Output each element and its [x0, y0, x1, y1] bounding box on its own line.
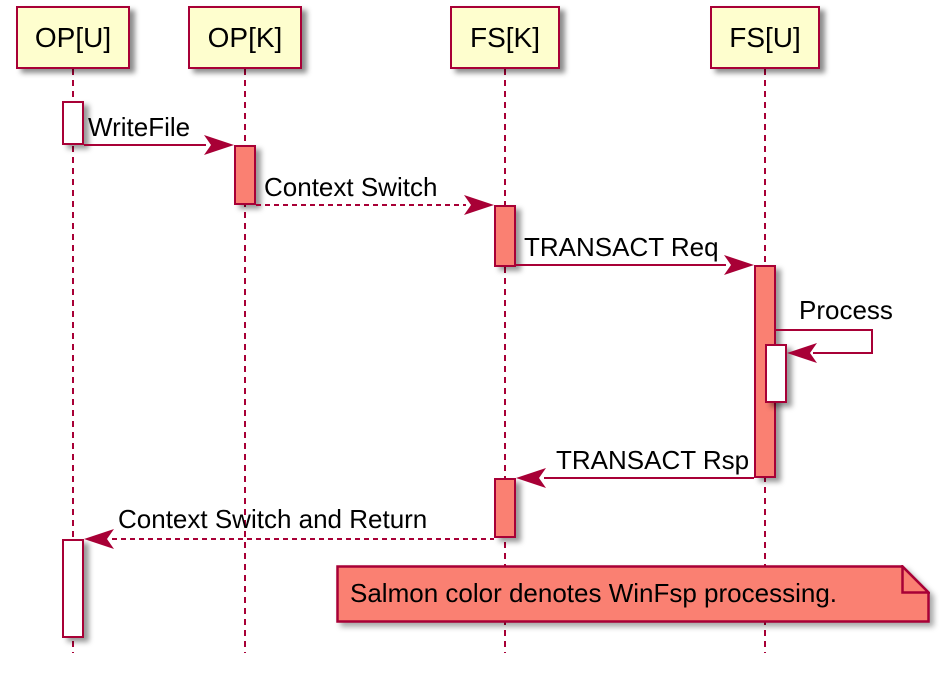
actor-label: OP[K] [207, 21, 283, 53]
actor-label: FS[K] [469, 21, 540, 53]
actor-label: OP[U] [34, 21, 112, 53]
activation-op-k [234, 145, 256, 205]
actor-op-k: OP[K] [188, 6, 302, 69]
self-message-vertical-line [871, 329, 873, 354]
note-fold-icon [901, 563, 932, 594]
self-message-top-line [776, 329, 873, 331]
arrowhead-left-icon [787, 343, 817, 363]
activation-fs-u-inner [765, 344, 787, 403]
message-label-transact-rsp: TRANSACT Rsp [556, 445, 750, 475]
note-text: Salmon color denotes WinFsp processing. [350, 577, 838, 608]
activation-fs-k-1 [494, 205, 516, 267]
note: Salmon color denotes WinFsp processing. [336, 563, 932, 623]
activation-op-u-1 [62, 101, 84, 145]
arrowhead-right-icon [204, 135, 234, 155]
actor-fs-k: FS[K] [450, 6, 560, 69]
message-line-writefile [84, 144, 206, 146]
actor-label: FS[U] [729, 21, 801, 53]
message-line-transact-rsp [544, 477, 754, 479]
lifeline-fs-k [504, 69, 506, 653]
message-label-context-switch: Context Switch [264, 172, 438, 202]
message-label-transact-req: TRANSACT Req [524, 232, 719, 262]
lifeline-op-k [244, 69, 246, 653]
arrowhead-left-icon [84, 529, 114, 549]
lifeline-op-u [72, 69, 74, 653]
message-line-transact-req [516, 264, 726, 266]
message-label-writefile: WriteFile [88, 112, 191, 142]
activation-op-u-2 [62, 539, 84, 638]
actor-op-u: OP[U] [16, 6, 130, 69]
arrowhead-right-icon [464, 195, 494, 215]
self-message-bottom-line [813, 352, 873, 354]
message-line-context-switch [256, 204, 466, 206]
message-label-process: Process [799, 295, 893, 325]
note-shape [336, 563, 932, 623]
message-label-context-switch-return: Context Switch and Return [118, 504, 428, 534]
arrowhead-right-icon [724, 255, 754, 275]
arrowhead-left-icon [516, 468, 546, 488]
message-line-context-switch-return [112, 538, 494, 540]
actor-fs-u: FS[U] [710, 6, 820, 69]
activation-fs-k-2 [494, 478, 516, 538]
